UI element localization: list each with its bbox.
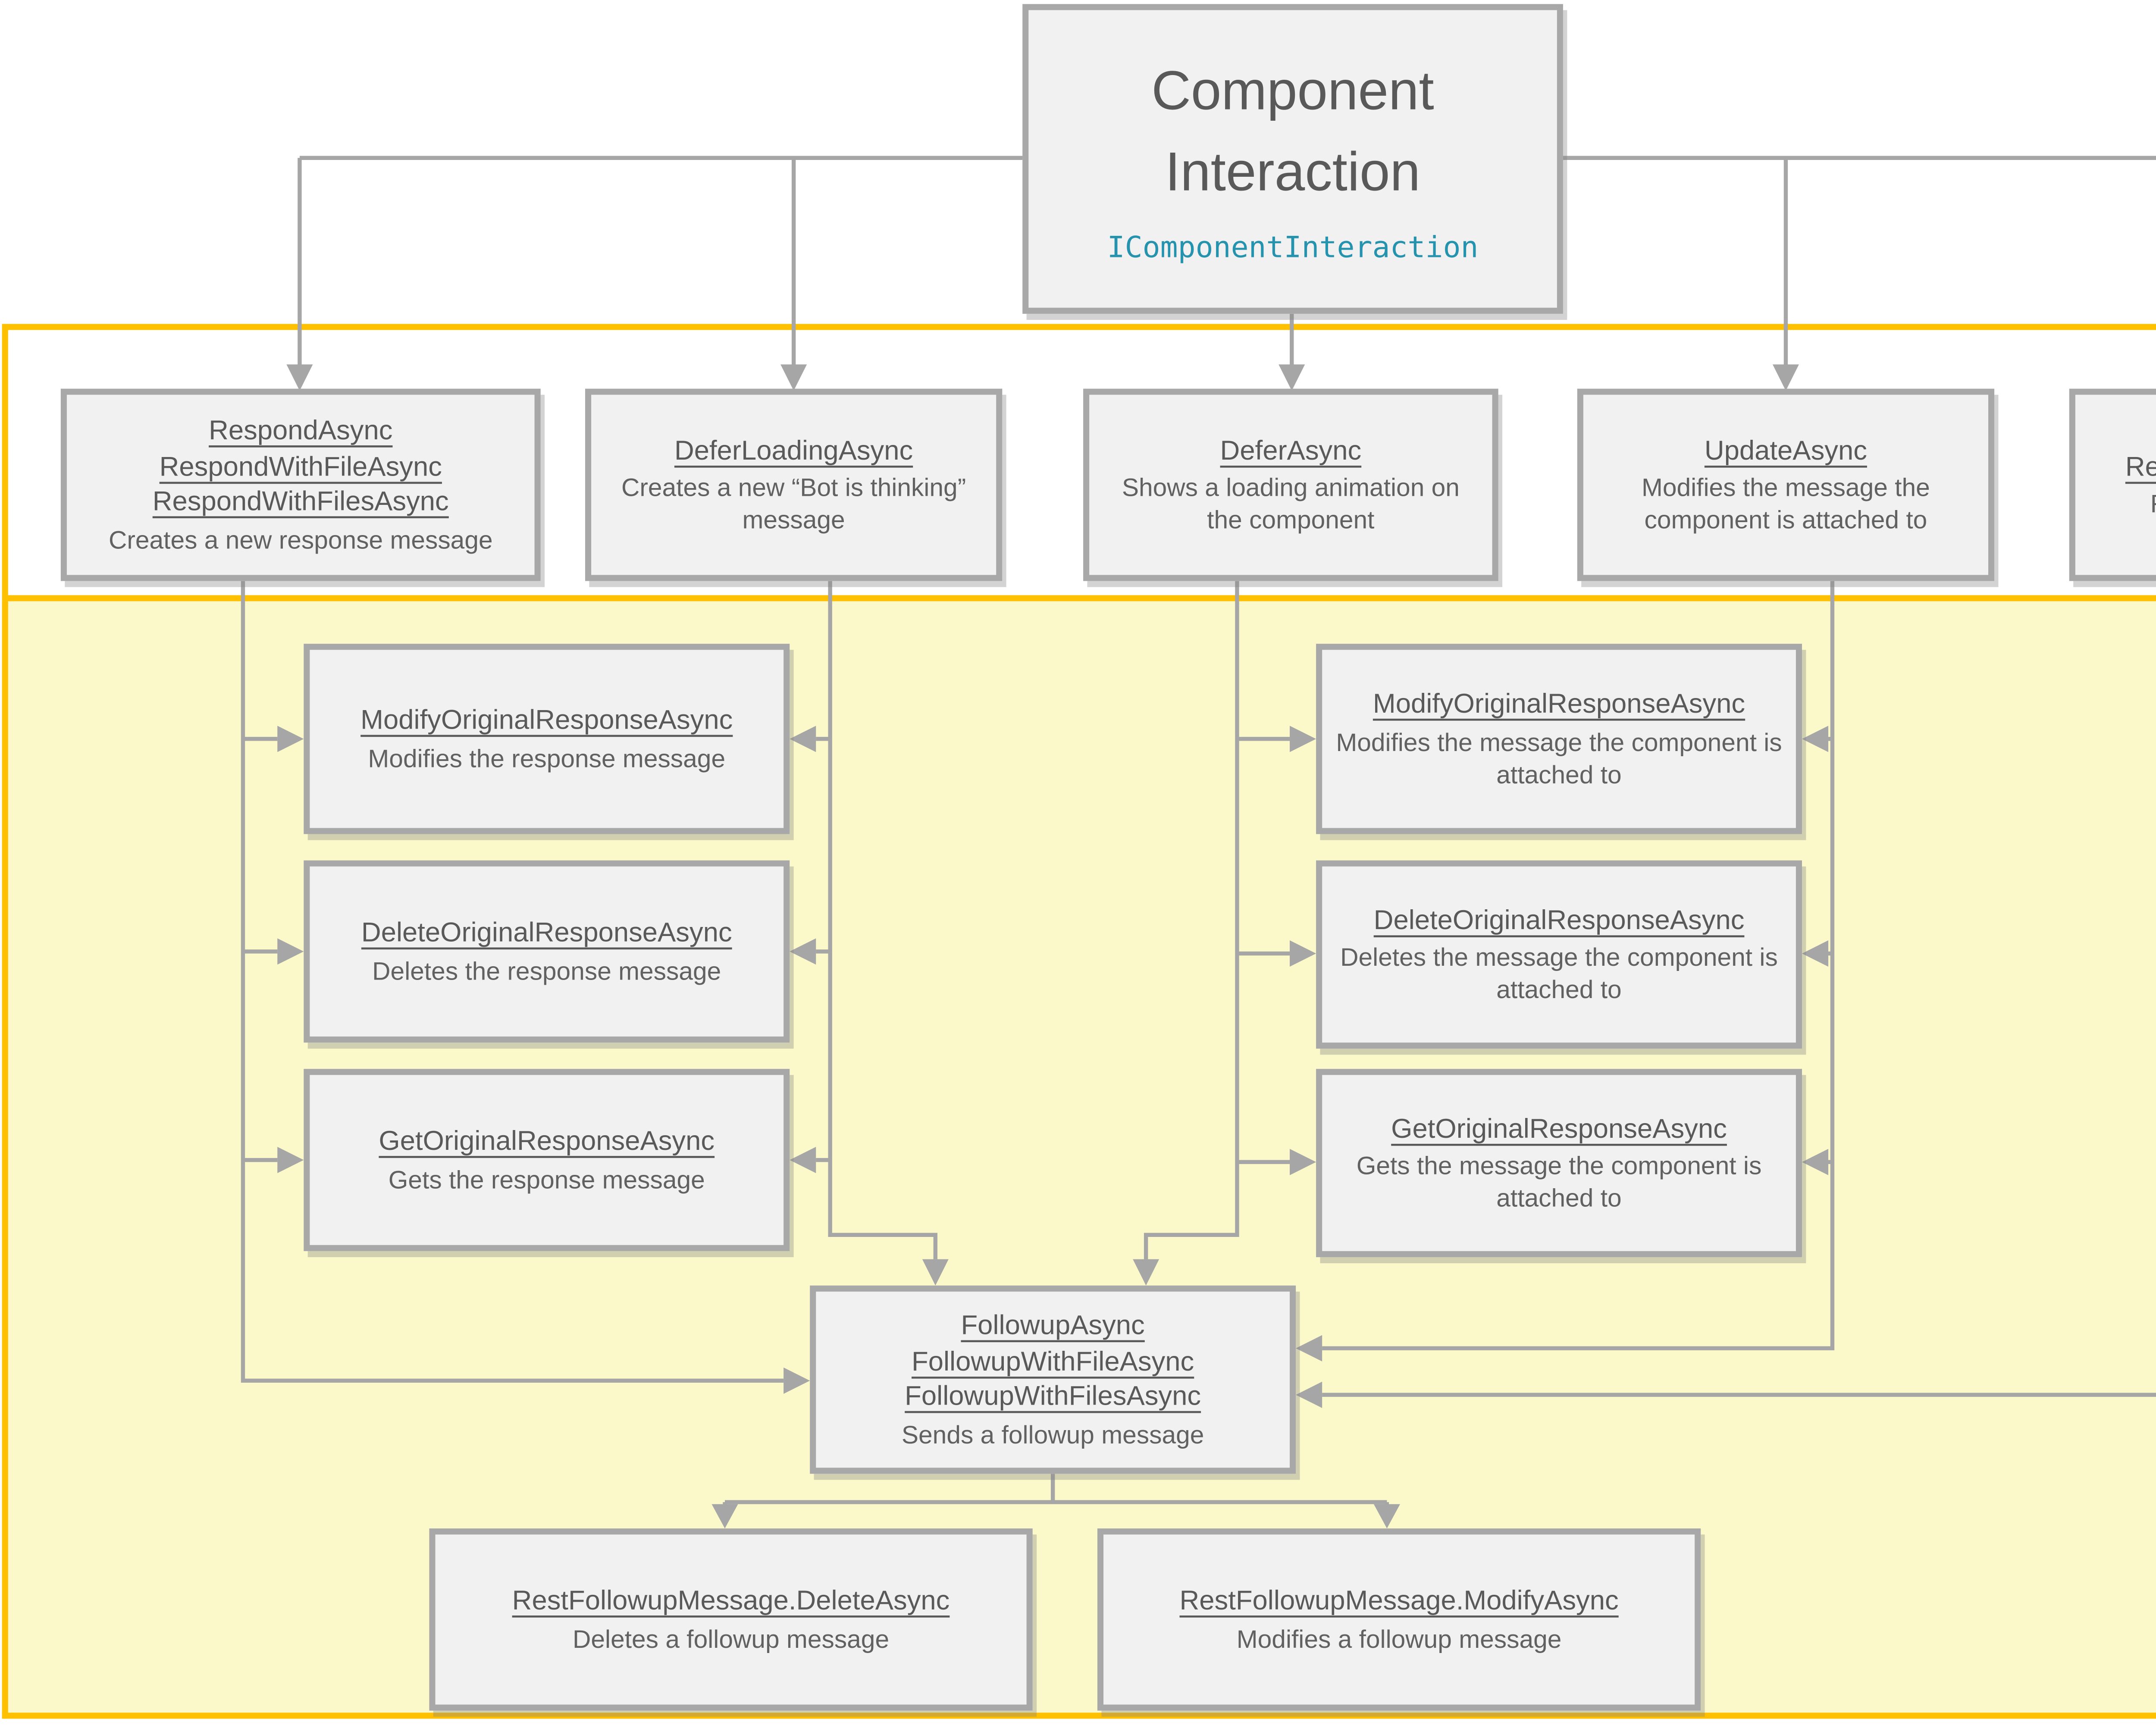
method-desc: Creates a new “Bot is thinking” message bbox=[621, 474, 966, 535]
node-rest-followup-delete: RestFollowupMessage.DeleteAsync Deletes … bbox=[429, 1528, 1033, 1711]
root-title: Component Interaction bbox=[1151, 53, 1434, 212]
method-desc: Modifies a followup message bbox=[1236, 1625, 1562, 1654]
connector-modal-trunk bbox=[1296, 1381, 2156, 1408]
node-defer-async: DeferAsync Shows a loading animation on … bbox=[1083, 388, 1498, 581]
method-desc: Deletes the response message bbox=[372, 957, 721, 986]
method-title: RespondAsync bbox=[209, 414, 393, 445]
method-title: ModifyOriginalResponseAsync bbox=[360, 704, 733, 735]
method-title: RestFollowupMessage.ModifyAsync bbox=[1179, 1585, 1619, 1616]
method-desc: Deletes a followup message bbox=[573, 1625, 890, 1654]
method-title: UpdateAsync bbox=[1704, 434, 1867, 465]
method-desc: Responds with a modal bbox=[2150, 489, 2156, 521]
method-title: FollowupWithFileAsync bbox=[912, 1345, 1194, 1376]
method-title: FollowupAsync bbox=[961, 1309, 1145, 1340]
connector-respond-trunk bbox=[241, 581, 810, 1394]
method-title: DeferAsync bbox=[1220, 434, 1362, 465]
method-title: RestFollowupMessage.DeleteAsync bbox=[512, 1585, 950, 1616]
method-title: RespondWithModalAsync bbox=[2125, 451, 2156, 481]
root-title-line2: Interaction bbox=[1165, 141, 1421, 202]
method-title: ModifyOriginalResponseAsync bbox=[1373, 688, 1745, 719]
method-title: GetOriginalResponseAsync bbox=[1391, 1112, 1727, 1143]
node-get-original-response-component: GetOriginalResponseAsync Gets the messag… bbox=[1316, 1069, 1802, 1257]
node-update-async: UpdateAsync Modifies the message the com… bbox=[1577, 388, 1995, 581]
connector-deferloading-trunk bbox=[790, 581, 949, 1286]
node-get-original-response: GetOriginalResponseAsync Gets the respon… bbox=[304, 1069, 790, 1251]
method-title: GetOriginalResponseAsync bbox=[379, 1126, 715, 1156]
node-component-interaction: Component Interaction IComponentInteract… bbox=[1022, 4, 1563, 314]
root-interface-name: IComponentInteraction bbox=[1107, 232, 1479, 265]
method-desc: Deletes the message the component is att… bbox=[1340, 944, 1778, 1005]
method-title: FollowupWithFilesAsync bbox=[905, 1381, 1201, 1412]
method-desc: Modifies the response message bbox=[368, 745, 726, 773]
method-title: RespondWithFilesAsync bbox=[152, 486, 449, 517]
node-delete-original-response-component: DeleteOriginalResponseAsync Deletes the … bbox=[1316, 860, 1802, 1049]
connector-followup-to-rest bbox=[711, 1474, 1400, 1529]
method-desc: Creates a new response message bbox=[108, 526, 493, 555]
method-title: RespondWithFileAsync bbox=[159, 451, 442, 481]
method-title: DeleteOriginalResponseAsync bbox=[361, 917, 732, 948]
node-delete-original-response: DeleteOriginalResponseAsync Deletes the … bbox=[304, 860, 790, 1043]
method-title: DeleteOriginalResponseAsync bbox=[1373, 904, 1745, 935]
method-desc: Gets the response message bbox=[388, 1166, 705, 1194]
method-desc: Gets the message the component is attach… bbox=[1356, 1152, 1762, 1214]
node-modify-original-response-component: ModifyOriginalResponseAsync Modifies the… bbox=[1316, 644, 1802, 834]
node-defer-loading-async: DeferLoadingAsync Creates a new “Bot is … bbox=[585, 388, 1003, 581]
method-title: DeferLoadingAsync bbox=[674, 434, 913, 465]
node-respond-async: RespondAsync RespondWithFileAsync Respon… bbox=[60, 388, 541, 581]
method-desc: Modifies the message the component is at… bbox=[1336, 728, 1782, 789]
connector-update-trunk bbox=[1296, 581, 1835, 1362]
node-respond-with-modal-async: RespondWithModalAsync Responds with a mo… bbox=[2069, 388, 2156, 581]
method-desc: Modifies the message the component is at… bbox=[1641, 474, 1930, 535]
root-title-line1: Component bbox=[1151, 61, 1434, 122]
node-followup-async: FollowupAsync FollowupWithFileAsync Foll… bbox=[810, 1285, 1296, 1474]
connector-defer-trunk bbox=[1133, 581, 1316, 1286]
method-desc: Sends a followup message bbox=[901, 1421, 1204, 1450]
method-desc: Shows a loading animation on the compone… bbox=[1122, 474, 1460, 535]
node-rest-followup-modify: RestFollowupMessage.ModifyAsync Modifies… bbox=[1097, 1528, 1701, 1711]
node-modify-original-response: ModifyOriginalResponseAsync Modifies the… bbox=[304, 644, 790, 834]
